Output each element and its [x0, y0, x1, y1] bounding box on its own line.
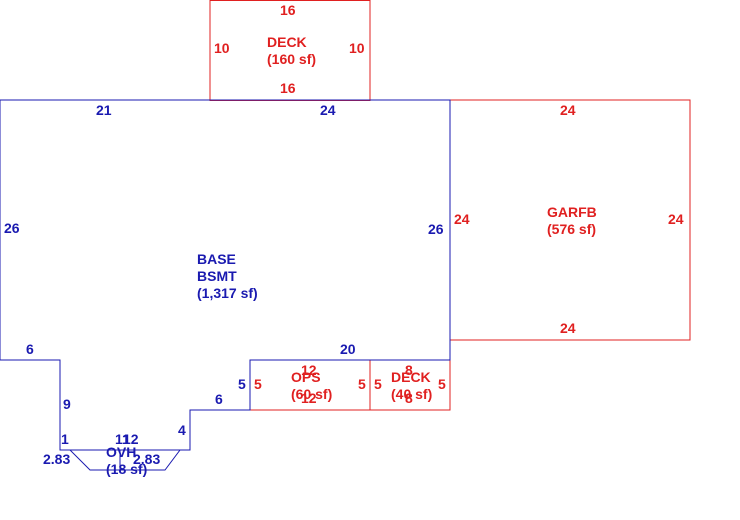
base-name: BASE: [197, 251, 236, 267]
overhang-label: OVH (18 sf): [106, 444, 147, 478]
base-dim-notch-bottom: 6: [215, 391, 223, 407]
overhang-outline: [68, 449, 181, 471]
deck-top-dim-bottom: 16: [280, 80, 296, 96]
base-dim-step-left: 6: [26, 341, 34, 357]
garage-label: GARFB (576 sf): [547, 204, 597, 238]
deck-small-dim-bottom: 8: [405, 390, 413, 406]
deck-small-dim-left: 5: [374, 376, 382, 392]
overhang-area: (18 sf): [106, 461, 148, 477]
deck-small-label: DECK (40 sf): [391, 369, 432, 403]
deck-top-label: DECK (160 sf): [267, 34, 316, 68]
base-dim-top-left: 21: [96, 102, 112, 118]
base-dim-left-small: 1: [61, 431, 69, 447]
base-outline: [0, 99, 451, 451]
deck-top-dim-top: 16: [280, 2, 296, 18]
ovh-dim-right: 2.83: [133, 451, 161, 467]
garage-area: (576 sf): [547, 221, 597, 237]
garage-dim-right: 24: [668, 211, 684, 227]
base-dim-left-drop: 9: [63, 396, 71, 412]
garage-name: GARFB: [547, 204, 597, 220]
deck-top-dim-left: 10: [214, 40, 230, 56]
porch-dim-left: 5: [254, 376, 262, 392]
deck-top-dim-right: 10: [349, 40, 365, 56]
base-area: (1,317 sf): [197, 285, 258, 301]
deck-small-dim-right: 5: [438, 376, 446, 392]
deck-small-name: DECK: [391, 369, 431, 385]
deck-small-area: (40 sf): [391, 386, 433, 402]
base-dim-notch-right: 5: [238, 376, 246, 392]
deck-top-name: DECK: [267, 34, 307, 50]
porch-dim-bottom: 12: [301, 390, 317, 406]
base-dim-left: 26: [4, 220, 20, 236]
base-dim-top-right: 24: [320, 102, 336, 118]
porch-area: (60 sf): [291, 386, 333, 402]
base-name-2: BSMT: [197, 268, 237, 284]
porch-label: OPS (60 sf): [291, 369, 332, 403]
garage-dim-bottom: 24: [560, 320, 576, 336]
ovh-dim-left: 2.83: [43, 451, 71, 467]
garage-dim-left: 24: [454, 211, 470, 227]
deck-small-dim-top: 8: [405, 362, 413, 378]
porch-dim-right: 5: [358, 376, 366, 392]
ovh-dim-top: 11: [115, 431, 130, 447]
garage-dim-top: 24: [560, 102, 576, 118]
base-dim-right: 26: [428, 221, 444, 237]
porch-dim-top: 12: [301, 362, 317, 378]
overhang-name: OVH: [106, 444, 137, 460]
ovh-dim-top2: 12: [123, 431, 139, 447]
base-dim-bottom-right: 20: [340, 341, 356, 357]
base-label: BASE BSMT (1,317 sf): [197, 251, 258, 302]
porch-name: OPS: [291, 369, 321, 385]
base-dim-right-small: 4: [178, 422, 186, 438]
deck-top-area: (160 sf): [267, 51, 317, 67]
